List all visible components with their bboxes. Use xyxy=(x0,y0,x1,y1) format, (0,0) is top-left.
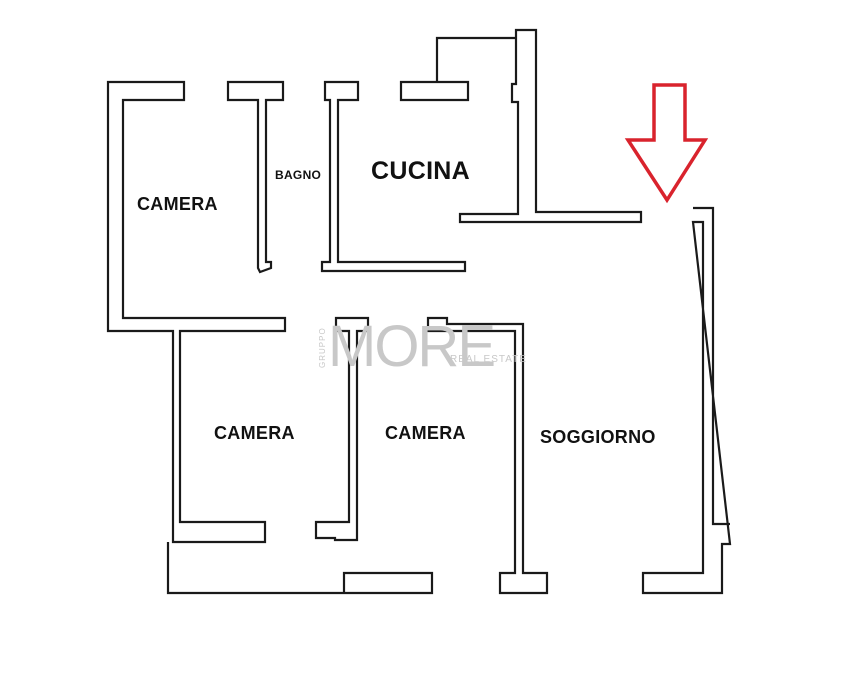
down-arrow-icon xyxy=(624,83,709,204)
wall-cucina-top xyxy=(399,80,470,102)
watermark-suffix: REAL ESTATE xyxy=(450,354,527,365)
wall-bottom-left xyxy=(166,542,434,595)
room-label-camera-bottom-middle: CAMERA xyxy=(385,423,466,443)
room-label-bagno: BAGNO xyxy=(275,168,322,182)
walls xyxy=(106,28,732,595)
wall-soggiorno-right xyxy=(641,206,732,595)
watermark-prefix: GRUPPO xyxy=(318,327,327,368)
room-label-camera-top-left: CAMERA xyxy=(137,194,218,214)
room-label-cucina: CUCINA xyxy=(371,157,471,185)
wall-camera-top-left-outer xyxy=(106,80,287,544)
wall-cucina-upper xyxy=(435,36,516,82)
room-label-soggiorno: SOGGIORNO xyxy=(540,427,656,447)
wall-cucina-right xyxy=(458,28,643,224)
watermark-logo: MORE xyxy=(328,314,496,379)
room-label-camera-bottom-left: CAMERA xyxy=(214,423,295,443)
wall-bagno-cucina xyxy=(320,80,467,273)
wall-camera-middle-left xyxy=(314,316,370,542)
wall-soggiorno-left xyxy=(426,316,549,595)
wall-bagno-left xyxy=(226,80,285,274)
